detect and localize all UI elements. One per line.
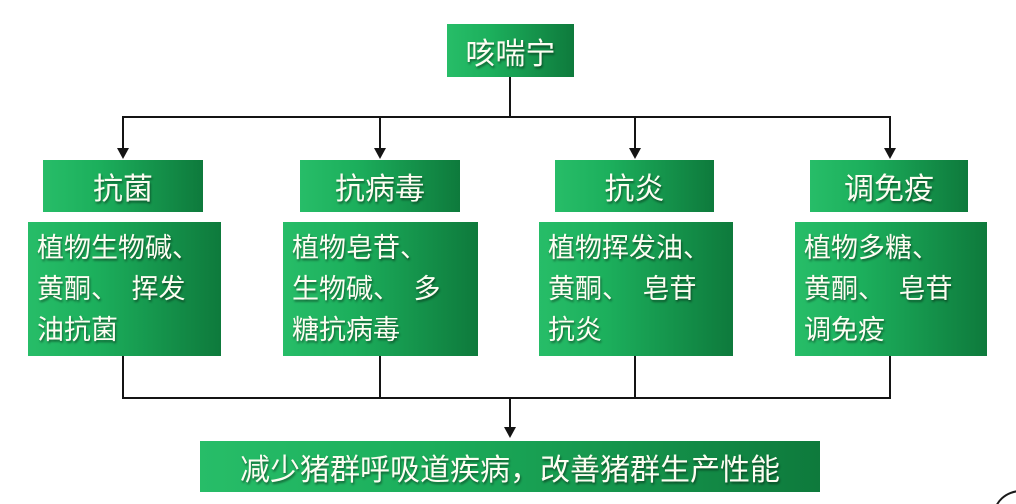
branch-header-antiviral: 抗病毒: [300, 160, 460, 212]
branch-body-antiviral: 植物皂苷、 生物碱、 多 糖抗病毒: [283, 222, 478, 356]
connector-bottom-bus: [122, 397, 891, 399]
branch-header-label: 抗菌: [93, 172, 153, 207]
body-line: 植物生物碱、: [37, 233, 199, 264]
body-line: 植物皂苷、: [292, 233, 427, 264]
body-line: 植物挥发油、: [548, 233, 710, 264]
connector-body2-drop: [379, 356, 381, 399]
connector-branch1-drop: [122, 116, 124, 149]
body-line: 调免疫: [804, 315, 885, 346]
arrow-down-icon: [629, 148, 641, 159]
connector-body1-drop: [122, 356, 124, 399]
arrow-down-icon: [117, 148, 129, 159]
arrow-down-icon: [884, 148, 896, 159]
connector-root-vertical: [509, 77, 511, 117]
connector-body4-drop: [889, 356, 891, 399]
body-line: 黄酮、 皂苷: [804, 274, 953, 305]
connector-top-bus: [122, 116, 891, 118]
connector-conclusion-drop: [509, 397, 511, 428]
body-line: 植物多糖、: [804, 233, 939, 264]
conclusion-label: 减少猪群呼吸道疾病，改善猪群生产性能: [240, 452, 780, 488]
connector-branch2-drop: [379, 116, 381, 149]
branch-header-label: 抗炎: [604, 172, 665, 207]
partial-circle-decoration: [993, 490, 1016, 504]
body-line: 抗炎: [548, 315, 602, 346]
branch-body-antiinflammatory: 植物挥发油、 黄酮、 皂苷 抗炎: [539, 222, 733, 356]
body-line: 糖抗病毒: [292, 315, 400, 346]
branch-header-antibacterial: 抗菌: [43, 160, 203, 212]
arrow-down-icon: [504, 427, 516, 438]
branch-header-antiinflammatory: 抗炎: [555, 160, 714, 212]
body-line: 油抗菌: [37, 315, 118, 346]
arrow-down-icon: [374, 148, 386, 159]
root-node-kechuanning: 咳喘宁: [447, 24, 574, 77]
connector-branch4-drop: [889, 116, 891, 149]
branch-body-antibacterial: 植物生物碱、 黄酮、 挥发 油抗菌: [28, 222, 221, 356]
body-line: 黄酮、 挥发: [37, 274, 186, 305]
root-node-label: 咳喘宁: [465, 36, 556, 72]
branch-header-immune: 调免疫: [810, 160, 968, 212]
branch-header-label: 调免疫: [844, 172, 934, 207]
branch-body-immune: 植物多糖、 黄酮、 皂苷 调免疫: [795, 222, 987, 356]
body-line: 黄酮、 皂苷: [548, 274, 697, 305]
conclusion-node: 减少猪群呼吸道疾病，改善猪群生产性能: [200, 441, 820, 492]
connector-body3-drop: [634, 356, 636, 399]
branch-header-label: 抗病毒: [335, 172, 425, 207]
body-line: 生物碱、 多: [292, 274, 441, 305]
connector-branch3-drop: [634, 116, 636, 149]
